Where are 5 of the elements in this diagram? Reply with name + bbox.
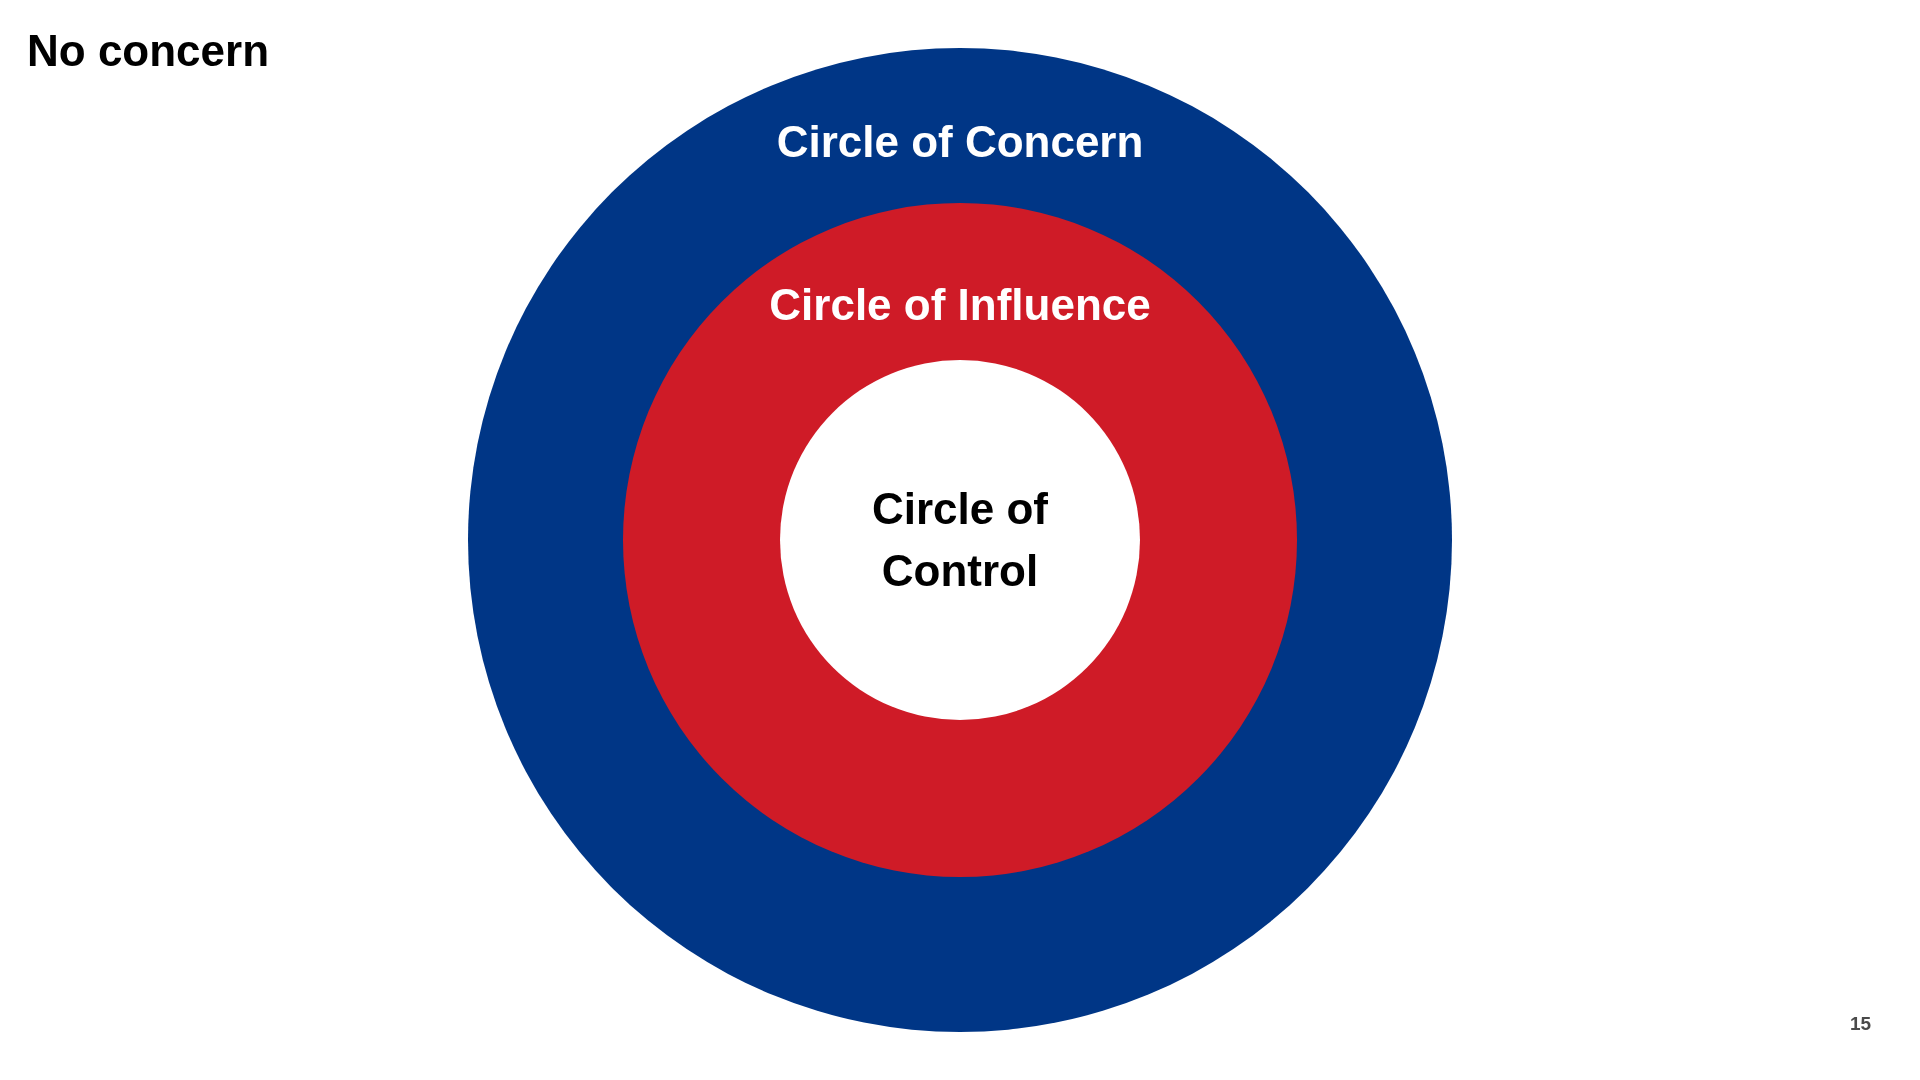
region-label: Circle of Concern	[776, 116, 1144, 168]
page-number: 15	[1850, 1013, 1872, 1035]
slide-title: No concern	[27, 25, 270, 77]
region-label: Circle of Control	[870, 483, 1049, 597]
region-label: Circle of Influence	[769, 279, 1151, 331]
